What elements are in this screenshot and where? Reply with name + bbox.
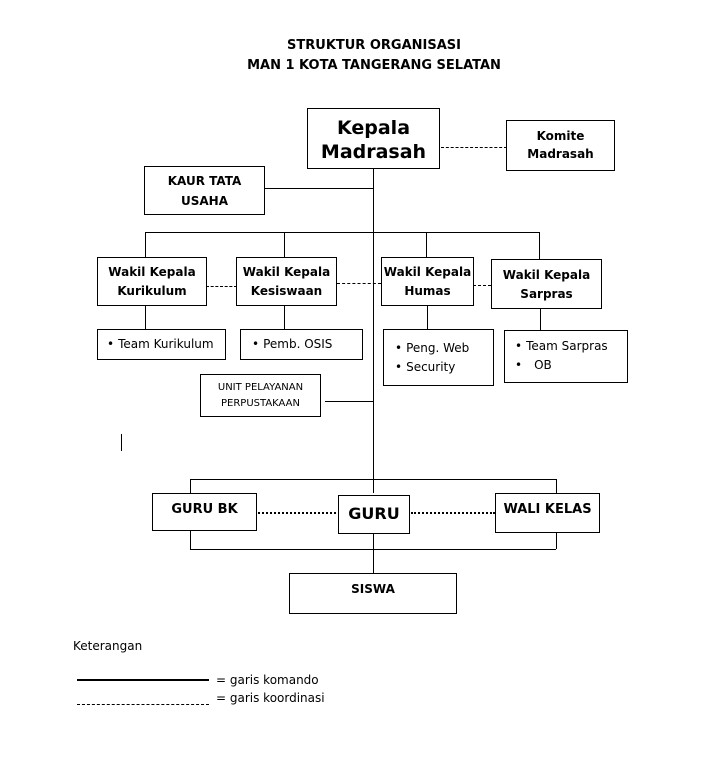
- legend-heading: Keterangan: [73, 639, 143, 653]
- guru-bk-guru-dotted-line: [258, 512, 336, 514]
- waka-kesiswaan-line2: Kesiswaan: [250, 284, 323, 298]
- siswa-label: SISWA: [351, 582, 395, 596]
- humas-sarpras-dashed-line: [473, 285, 491, 286]
- kaur-tata-usaha-line1: KAUR TATA: [167, 174, 242, 188]
- waka-kurikulum-line1: Wakil Kepala: [108, 265, 196, 279]
- waka-sarpras-drop: [539, 232, 540, 260]
- kesiswaan-humas-dashed-line: [337, 283, 381, 284]
- main-vertical-line: [373, 168, 374, 493]
- perpustakaan-line2: PERPUSTAKAAN: [221, 398, 300, 409]
- kesiswaan-sub-connector: [284, 305, 285, 329]
- sub-item-peng-web: Peng. Web: [395, 339, 493, 358]
- sub-item-team-kurikulum: Team Kurikulum: [107, 337, 225, 351]
- chart-title-line2: MAN 1 KOTA TANGERANG SELATAN: [247, 58, 501, 73]
- waka-humas-line1: Wakil Kepala: [383, 265, 472, 279]
- kurikulum-kesiswaan-dashed-line: [206, 286, 237, 287]
- waka-humas-line2: Humas: [404, 284, 451, 298]
- waka-bus-line: [145, 232, 540, 233]
- guru-label: GURU: [348, 504, 400, 523]
- sub-item-team-sarpras: Team Sarpras: [515, 337, 627, 356]
- wali-kelas-label: WALI KELAS: [503, 502, 592, 517]
- wali-kelas-top-drop: [556, 479, 557, 493]
- sub-item-ob: OB: [515, 356, 627, 375]
- kesiswaan-sub-box: Pemb. OSIS: [240, 329, 363, 360]
- waka-kesiswaan-line1: Wakil Kepala: [242, 265, 331, 279]
- waka-humas-drop: [426, 232, 427, 258]
- kurikulum-sub-connector: [145, 305, 146, 329]
- guru-bk-bottom-rise: [190, 530, 191, 549]
- kepala-madrasah-line2: Madrasah: [320, 141, 427, 163]
- guru-bk-top-drop: [190, 479, 191, 493]
- perpustakaan-box: UNIT PELAYANAN PERPUSTAKAAN: [200, 374, 321, 417]
- humas-sub-box: Peng. Web Security: [383, 329, 494, 386]
- wali-kelas-box: WALI KELAS: [495, 493, 600, 533]
- kurikulum-sub-box: Team Kurikulum: [97, 329, 226, 360]
- kepala-madrasah-line1: Kepala: [336, 117, 411, 139]
- waka-kurikulum-line2: Kurikulum: [117, 284, 187, 298]
- guru-top-bus: [190, 479, 556, 480]
- waka-humas-box: Wakil Kepala Humas: [381, 257, 474, 306]
- kaur-connector: [264, 188, 373, 189]
- kepala-madrasah-box: Kepala Madrasah: [307, 108, 440, 169]
- waka-sarpras-box: Wakil Kepala Sarpras: [491, 259, 602, 309]
- legend-solid-label: = garis komando: [216, 673, 319, 687]
- sarpras-sub-connector: [540, 307, 541, 331]
- kepala-komite-dashed-line: [441, 147, 507, 148]
- guru-box: GURU: [338, 495, 410, 534]
- komite-madrasah-line2: Madrasah: [527, 147, 594, 161]
- perpustakaan-line1: UNIT PELAYANAN: [217, 382, 304, 393]
- guru-bk-label: GURU BK: [171, 502, 238, 517]
- kaur-tata-usaha-box: KAUR TATA USAHA: [144, 166, 265, 215]
- waka-kurikulum-drop: [145, 232, 146, 258]
- text-cursor: [121, 434, 122, 451]
- humas-sub-connector: [427, 305, 428, 329]
- sarpras-sub-box: Team Sarpras OB: [504, 330, 628, 383]
- perpustakaan-connector: [325, 401, 373, 402]
- waka-sarpras-line2: Sarpras: [520, 287, 573, 301]
- sub-item-ob-text: OB: [534, 358, 552, 372]
- sub-item-security: Security: [395, 358, 493, 377]
- guru-bk-box: GURU BK: [152, 493, 257, 531]
- sub-item-pemb-osis: Pemb. OSIS: [252, 337, 362, 351]
- waka-kesiswaan-box: Wakil Kepala Kesiswaan: [236, 257, 337, 306]
- legend-solid-line: [77, 679, 209, 681]
- waka-sarpras-line1: Wakil Kepala: [502, 268, 591, 282]
- waka-kurikulum-box: Wakil Kepala Kurikulum: [97, 257, 207, 306]
- legend-dashed-label: = garis koordinasi: [216, 691, 325, 705]
- siswa-box: SISWA: [289, 573, 457, 614]
- guru-wali-kelas-dotted-line: [411, 512, 495, 514]
- komite-madrasah-line1: Komite: [536, 129, 585, 143]
- siswa-connector: [373, 533, 374, 573]
- chart-title-line1: STRUKTUR ORGANISASI: [287, 38, 461, 53]
- legend-dashed-line: [77, 704, 209, 705]
- komite-madrasah-box: Komite Madrasah: [506, 120, 615, 171]
- wali-kelas-bottom-rise: [556, 532, 557, 549]
- kaur-tata-usaha-line2: USAHA: [180, 194, 228, 208]
- waka-kesiswaan-drop: [284, 232, 285, 258]
